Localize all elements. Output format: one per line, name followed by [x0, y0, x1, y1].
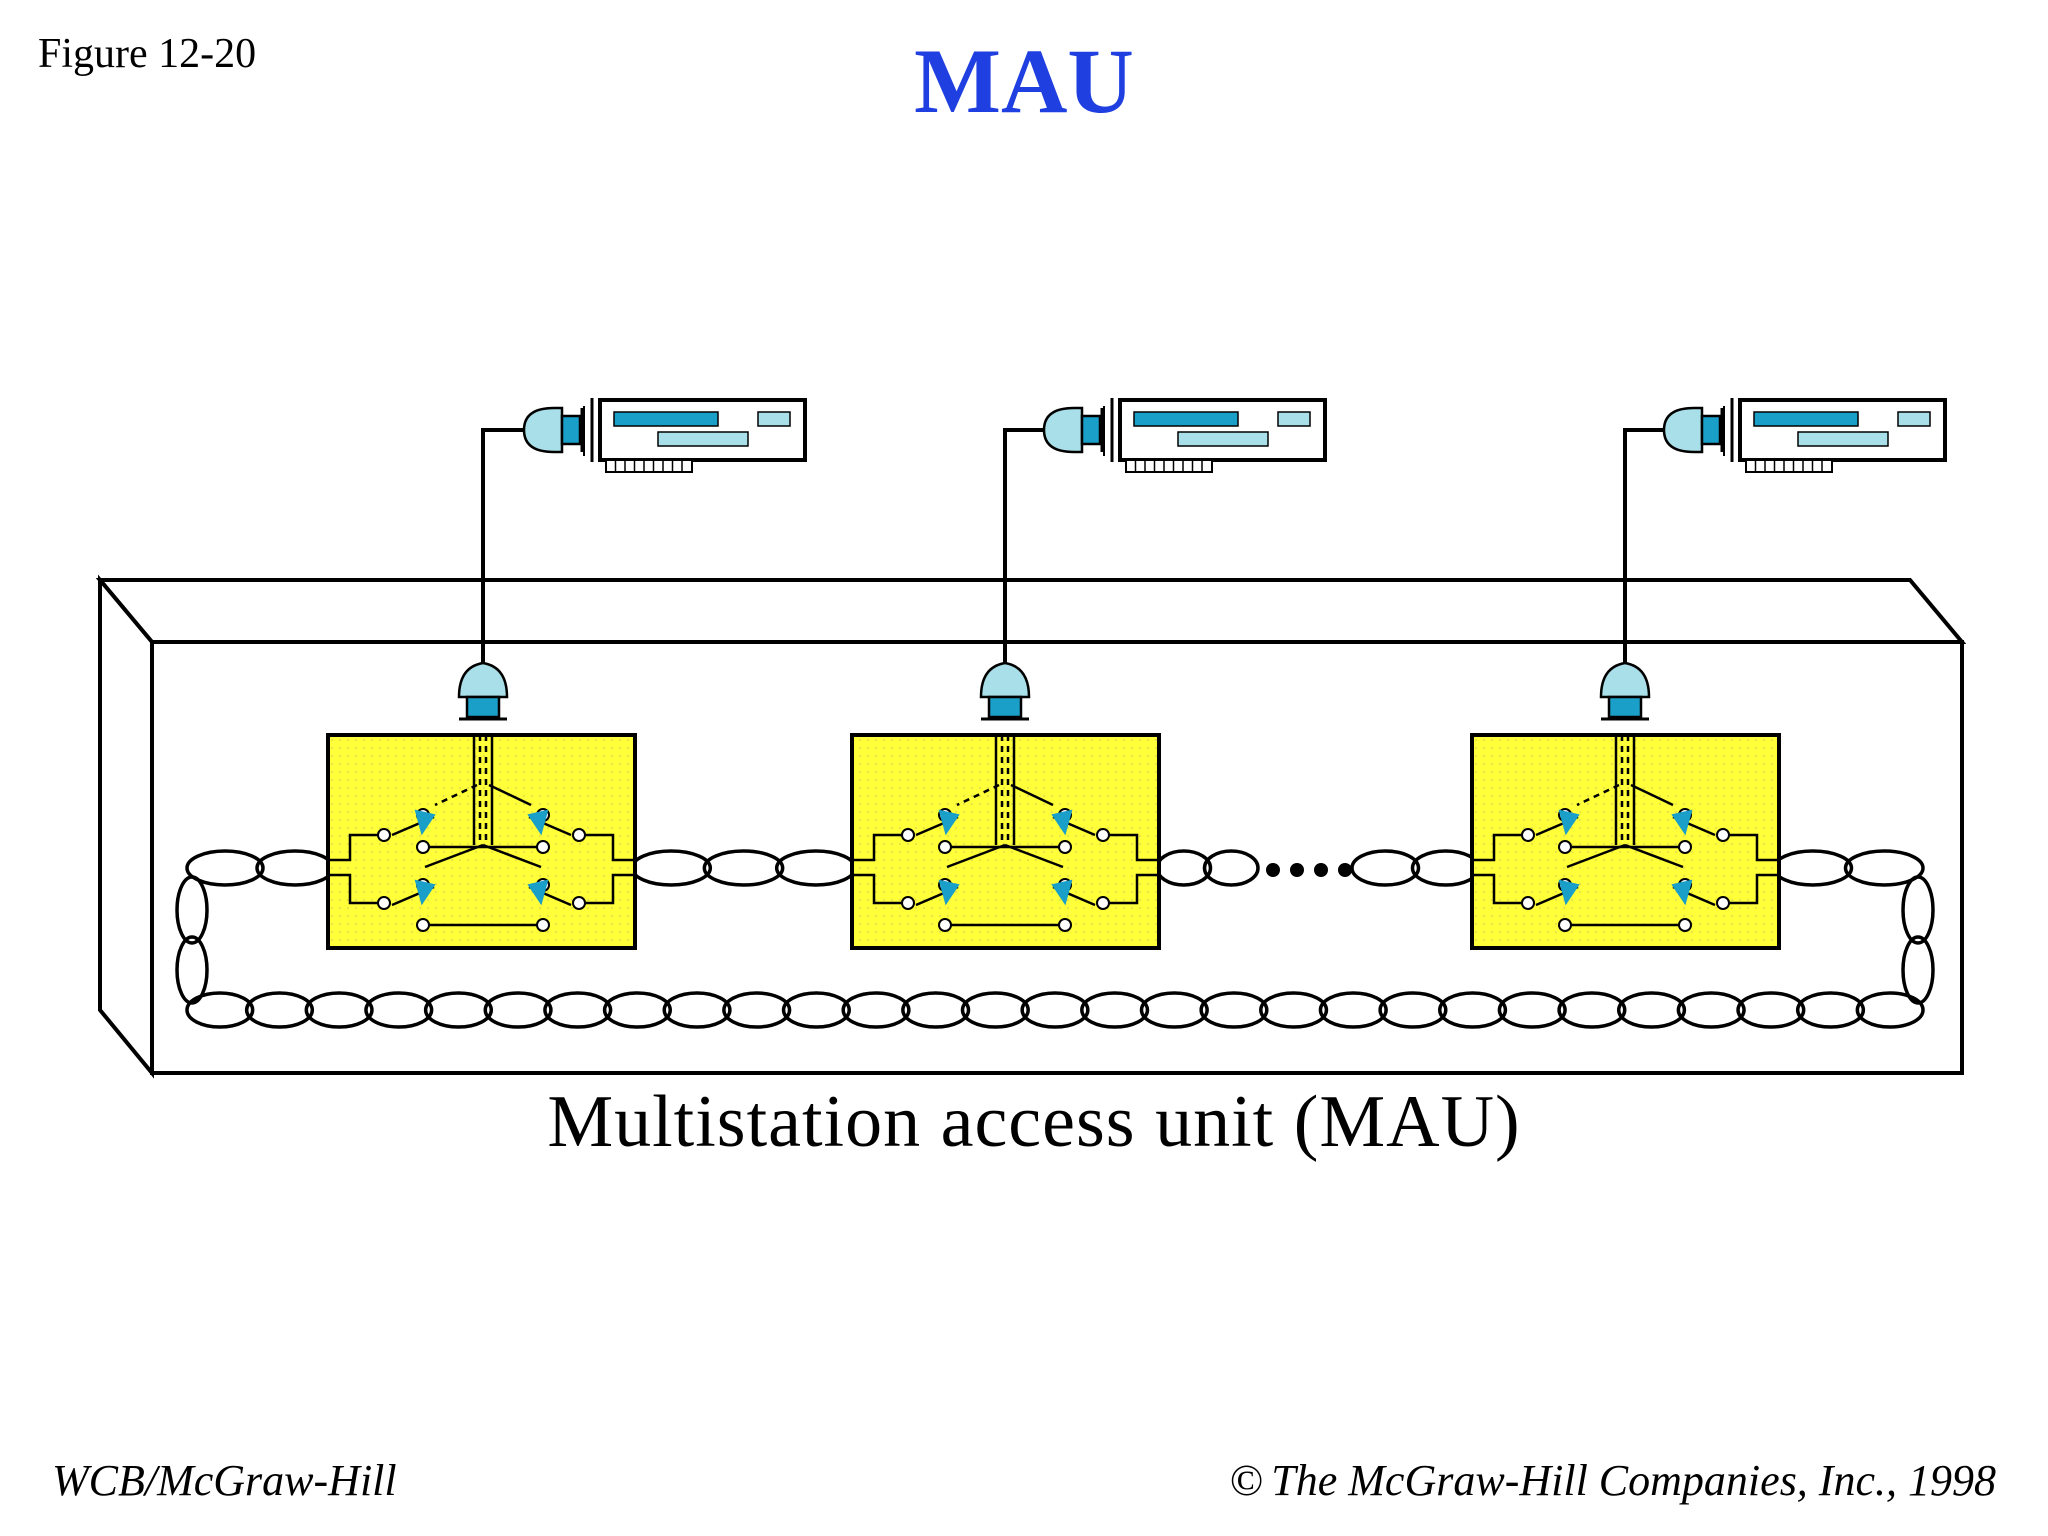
relay-switch-icon — [915, 879, 960, 907]
port-relay-box — [850, 733, 1161, 950]
relay-switch-icon — [1535, 809, 1580, 837]
relay-switch-icon — [915, 809, 960, 837]
drop-cable — [1003, 428, 1044, 663]
port-relay-box — [1470, 733, 1781, 950]
connector-icon — [457, 661, 509, 721]
footer-copyright: ©The McGraw-Hill Companies, Inc., 1998 — [1230, 1455, 1996, 1506]
station-1 — [326, 398, 807, 950]
figure-label: Figure 12-20 — [38, 31, 257, 77]
connector-icon — [1662, 406, 1724, 454]
connector-icon — [1599, 661, 1651, 721]
relay-switch-icon — [1671, 809, 1716, 837]
relay-switch-icon — [391, 879, 436, 907]
connector-icon — [979, 661, 1031, 721]
computer-icon — [1723, 398, 1947, 473]
connector-icon — [522, 406, 584, 454]
relay-switch-icon — [1671, 879, 1716, 907]
copyright-text: The McGraw-Hill Companies, Inc., 1998 — [1271, 1456, 1996, 1505]
drop-cable — [1623, 428, 1664, 663]
relay-switch-icon — [527, 879, 572, 907]
port-relay-box — [326, 733, 637, 950]
connector-icon — [1042, 406, 1104, 454]
diagram-caption: Multistation access unit (MAU) — [547, 1081, 1521, 1163]
computer-icon — [1103, 398, 1327, 473]
copyright-symbol: © — [1229, 1456, 1264, 1505]
relay-switch-icon — [1051, 879, 1096, 907]
station-2 — [850, 398, 1327, 950]
ellipsis-dots-icon — [1266, 863, 1352, 877]
relay-switch-icon — [527, 809, 572, 837]
footer-publisher: WCB/McGraw-Hill — [52, 1456, 397, 1505]
drop-cable — [481, 428, 524, 663]
relay-switch-icon — [1535, 879, 1580, 907]
computer-icon — [583, 398, 807, 473]
station-3 — [1470, 398, 1947, 950]
page-title: MAU — [914, 30, 1134, 132]
relay-switch-icon — [1051, 809, 1096, 837]
relay-switch-icon — [391, 809, 436, 837]
